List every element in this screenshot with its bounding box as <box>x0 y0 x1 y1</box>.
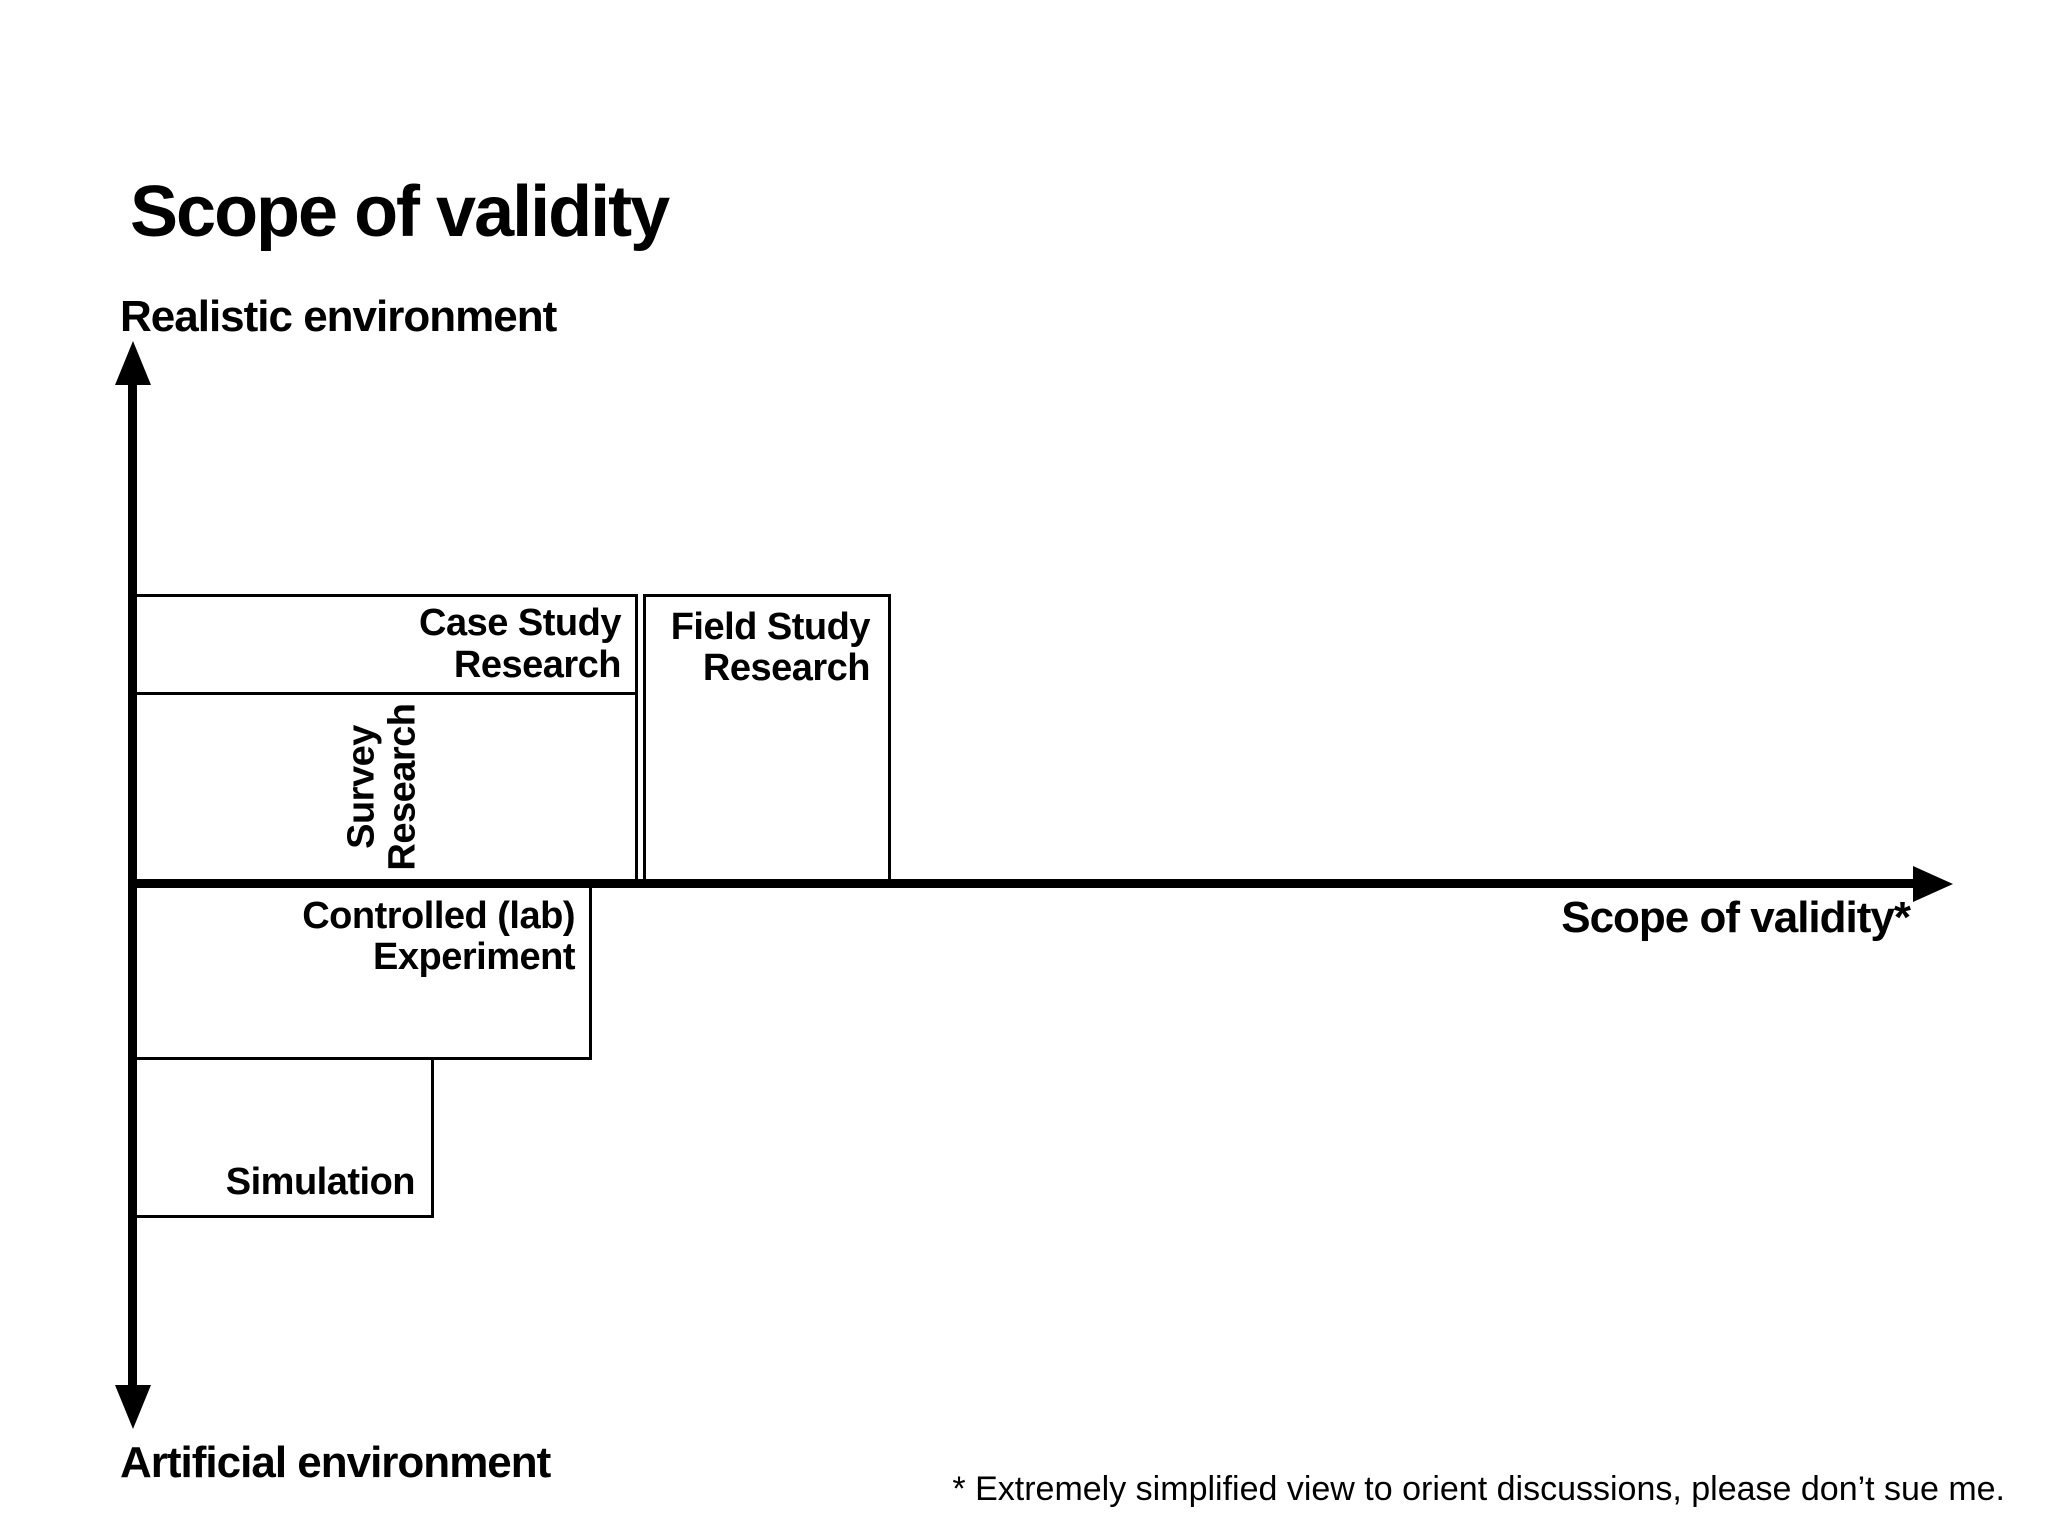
box-case-study-label: Case Study Research <box>419 602 621 686</box>
footnote: * Extremely simplified view to orient di… <box>952 1470 2005 1508</box>
box-survey-research: Survey Research <box>128 692 638 883</box>
box-simulation-label: Simulation <box>225 1160 416 1203</box>
box-simulation: Simulation <box>128 1057 434 1218</box>
box-field-study-research: Field Study Research <box>643 594 891 883</box>
box-case-study-research: Case Study Research <box>128 594 638 695</box>
box-survey-label: Survey Research <box>340 703 424 872</box>
y-axis-top-label: Realistic environment <box>120 292 557 341</box>
page-title: Scope of validity <box>130 172 670 252</box>
arrow-up-icon <box>115 341 151 385</box>
x-axis-label: Scope of validity* <box>1561 893 1911 942</box>
box-controlled-label: Controlled (lab) Experiment <box>302 895 575 979</box>
y-axis-bottom-label: Artificial environment <box>120 1438 551 1487</box>
y-axis-line <box>128 360 137 1392</box>
x-axis-line <box>128 879 1918 888</box>
box-field-study-label: Field Study Research <box>670 606 871 690</box>
arrow-down-icon <box>115 1385 151 1429</box>
box-controlled-lab-experiment: Controlled (lab) Experiment <box>128 883 592 1060</box>
arrow-right-icon <box>1913 866 1953 902</box>
